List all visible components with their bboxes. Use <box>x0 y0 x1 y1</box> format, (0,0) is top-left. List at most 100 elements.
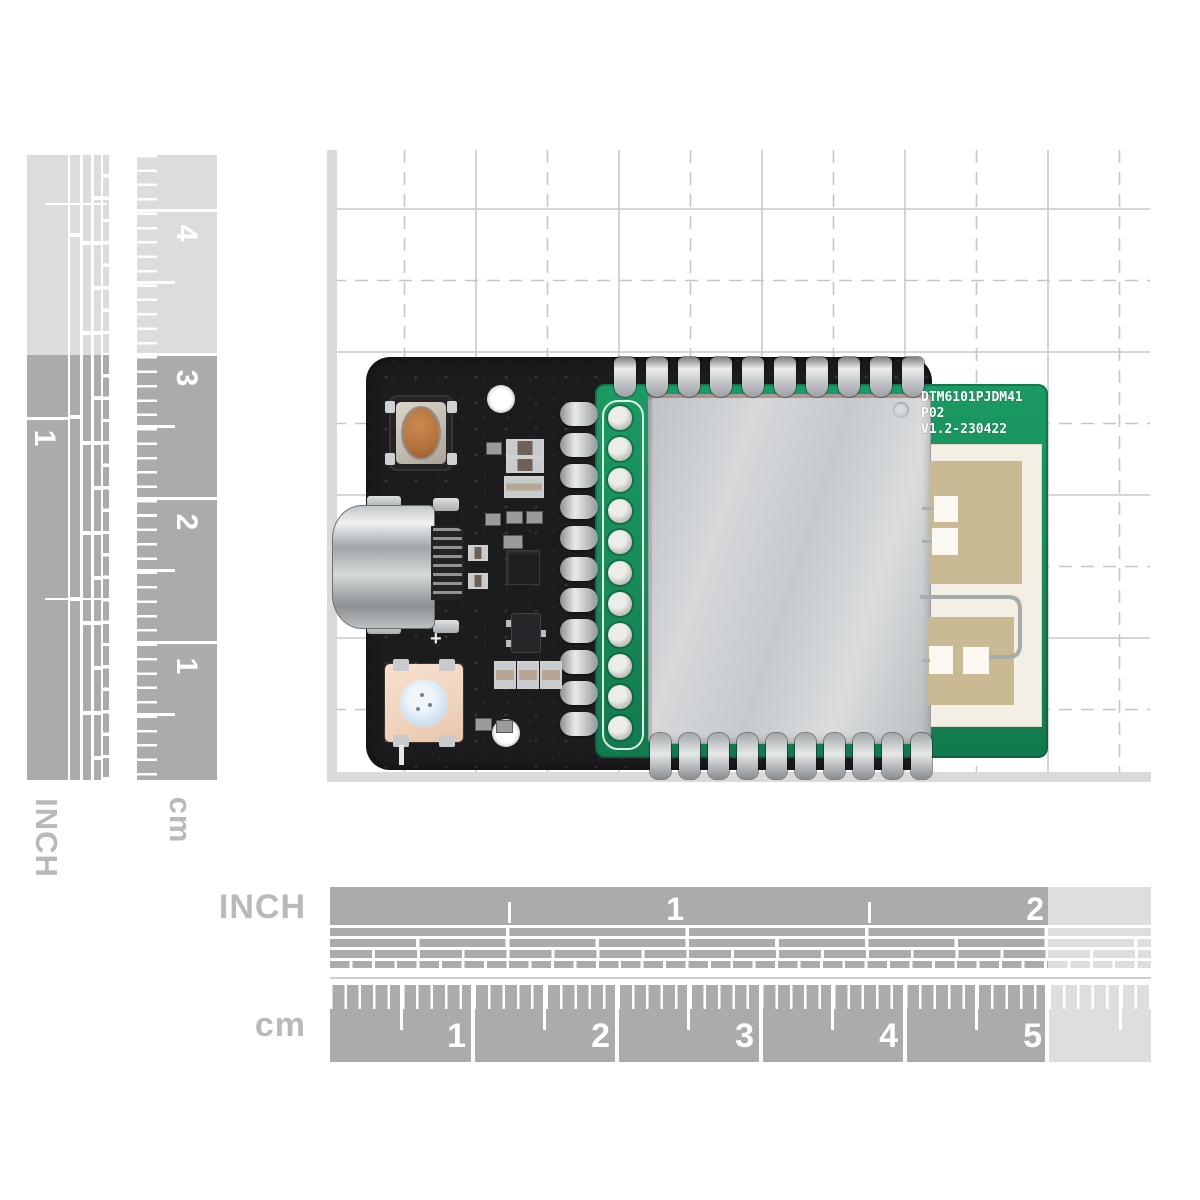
sot-leg <box>506 620 514 627</box>
solder-castellations-top <box>614 357 934 397</box>
solder-joint <box>882 733 903 779</box>
through-hole-pad <box>608 406 632 430</box>
ruler-unit-label: cm <box>163 796 198 844</box>
rf-shield-can <box>648 394 931 744</box>
ruler-graduation <box>330 961 1048 968</box>
ruler-number: 2 <box>170 513 203 531</box>
antenna-meander-trace <box>920 595 1022 659</box>
smd-resistor <box>468 573 488 589</box>
solder-joint <box>560 712 598 736</box>
smd-resistor <box>497 721 512 732</box>
ruler-graduation <box>103 155 109 355</box>
solder-joint <box>614 357 636 397</box>
tactile-reset-button <box>385 397 457 469</box>
solder-joint <box>560 526 598 550</box>
half-cm-tick <box>543 985 546 1030</box>
cm-mark <box>137 353 217 356</box>
usb-c-connector <box>332 505 435 629</box>
cm-mark <box>615 985 619 1062</box>
pad-column-silkscreen-outline <box>602 400 644 750</box>
smd-resistor <box>506 439 544 457</box>
ruler-bar <box>330 887 1048 925</box>
solder-joint <box>560 588 598 612</box>
solder-joint <box>824 733 845 779</box>
smd-resistor <box>507 512 522 523</box>
cm-mark <box>471 985 475 1062</box>
solder-joint <box>560 495 598 519</box>
ruler-unit-label: INCH <box>29 798 64 878</box>
led-die <box>416 707 420 711</box>
solder-joint <box>560 402 598 426</box>
solder-joint <box>853 733 874 779</box>
solder-castellations-bottom <box>650 733 940 779</box>
solder-joint <box>646 357 668 397</box>
ruler-graduation <box>1048 928 1151 936</box>
solder-joint <box>870 357 892 397</box>
ruler-number: 2 <box>1026 891 1044 927</box>
led-die <box>428 703 432 707</box>
through-hole-pad <box>608 623 632 647</box>
cm-mark <box>137 497 217 500</box>
half-cm-tick <box>137 281 175 284</box>
smd-resistor <box>527 512 542 523</box>
half-cm-tick <box>687 985 690 1030</box>
silkscreen-mark <box>399 745 404 765</box>
led-pad <box>393 735 409 747</box>
through-hole-pad <box>608 685 632 709</box>
button-leg <box>385 401 395 413</box>
smd-capacitor <box>494 661 516 689</box>
antenna-feed-pad <box>963 647 989 674</box>
ruler-unit-label: INCH <box>218 888 306 926</box>
polarity-plus-silkscreen: + <box>430 628 442 650</box>
ruler-graduation <box>1048 939 1151 947</box>
ruler-bar <box>27 155 68 355</box>
cm-mark <box>1045 985 1049 1062</box>
ruler-graduation <box>94 155 101 355</box>
rgb-led <box>385 659 463 747</box>
module-marking: DTM6101PJDM41 P02 V1.2-230422 <box>921 390 1023 438</box>
usb-shell-pad <box>433 620 459 633</box>
ruler-divider-line <box>330 977 1151 979</box>
antenna-feed-trace <box>922 540 932 543</box>
ruler-graduation <box>103 355 109 780</box>
module-marking-line1: DTM6101PJDM41 <box>921 390 1023 405</box>
ruler-number: 4 <box>170 224 203 242</box>
led-pad <box>439 659 455 671</box>
half-cm-tick <box>137 713 175 716</box>
sot23-transistor <box>512 614 540 652</box>
grid-zero-line-vertical <box>327 150 337 782</box>
ruler-graduation <box>330 950 1048 958</box>
through-hole-pad <box>608 654 632 678</box>
usb-c-pin-row <box>433 528 462 598</box>
module-marking-line3: V1.2-230422 <box>921 422 1008 437</box>
half-inch-mark <box>45 203 107 205</box>
solder-joint <box>806 357 828 397</box>
antenna-feed-pad <box>929 646 953 674</box>
module-pad-column <box>608 406 632 747</box>
through-hole-pad <box>608 499 632 523</box>
through-hole-pad <box>608 437 632 461</box>
smd-resistor <box>487 443 501 454</box>
solder-joint <box>737 733 758 779</box>
half-inch-mark <box>45 598 107 600</box>
ruler-graduation <box>83 155 91 355</box>
solder-joint <box>710 357 732 397</box>
solder-joint <box>766 733 787 779</box>
half-cm-tick <box>137 569 175 572</box>
half-cm-tick <box>1119 985 1122 1030</box>
smd-capacitor <box>504 476 544 498</box>
button-leg <box>447 453 457 465</box>
ruler-number: 1 <box>170 657 203 675</box>
through-hole-pad <box>608 592 632 616</box>
led-dome <box>400 679 448 727</box>
half-cm-tick <box>831 985 834 1030</box>
solder-joint <box>678 357 700 397</box>
ruler-number: 3 <box>170 369 203 387</box>
solder-joint <box>560 619 598 643</box>
ruler-graduation <box>70 355 80 780</box>
ruler-number: 1 <box>666 891 684 927</box>
shield-dimple <box>893 402 909 418</box>
antenna-feed-trace <box>922 507 934 510</box>
ruler-graduation <box>330 928 1048 936</box>
